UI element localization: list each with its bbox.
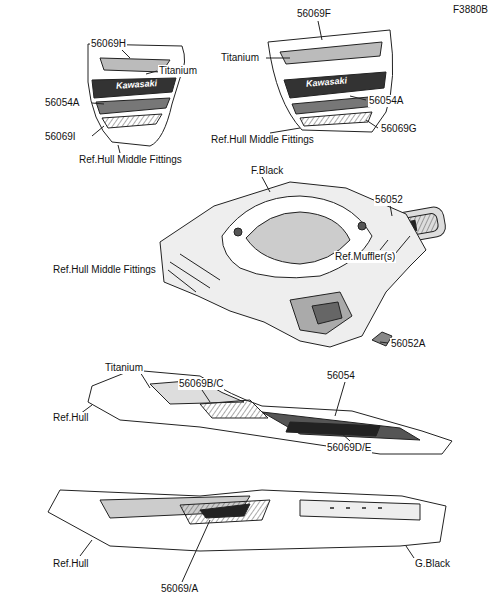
part-label: Titanium	[220, 52, 260, 64]
callout-number: 56054	[326, 370, 356, 382]
callout-number: 56069H	[90, 38, 127, 50]
callout-number: 56052	[374, 194, 404, 206]
callout-number: 56054A	[368, 95, 404, 107]
callout-number: 56052A	[390, 338, 426, 350]
callout-number: 56069G	[380, 123, 418, 135]
callout-number: 56069B/C	[178, 378, 224, 390]
callout-number: 56069/A	[160, 583, 199, 595]
part-label: Ref.Hull	[52, 558, 90, 570]
part-label: Titanium	[104, 362, 144, 374]
part-label: Ref.Hull	[52, 412, 90, 424]
callout-number: 56054A	[44, 97, 80, 109]
part-label: Ref.Hull Middle Fittings	[78, 154, 183, 166]
part-label: Titanium	[158, 65, 198, 77]
part-label: Ref.Muffler(s)	[334, 251, 396, 263]
part-label: Ref.Hull Middle Fittings	[52, 264, 157, 276]
callout-number: 56069I	[44, 131, 77, 143]
part-label: F3880B	[452, 4, 489, 16]
part-label: Ref.Hull Middle Fittings	[210, 134, 315, 146]
callout-number: 56069F	[296, 8, 332, 20]
callout-number: 56069D/E	[326, 442, 372, 454]
part-label: G.Black	[414, 558, 451, 570]
part-label: F.Black	[250, 165, 284, 177]
